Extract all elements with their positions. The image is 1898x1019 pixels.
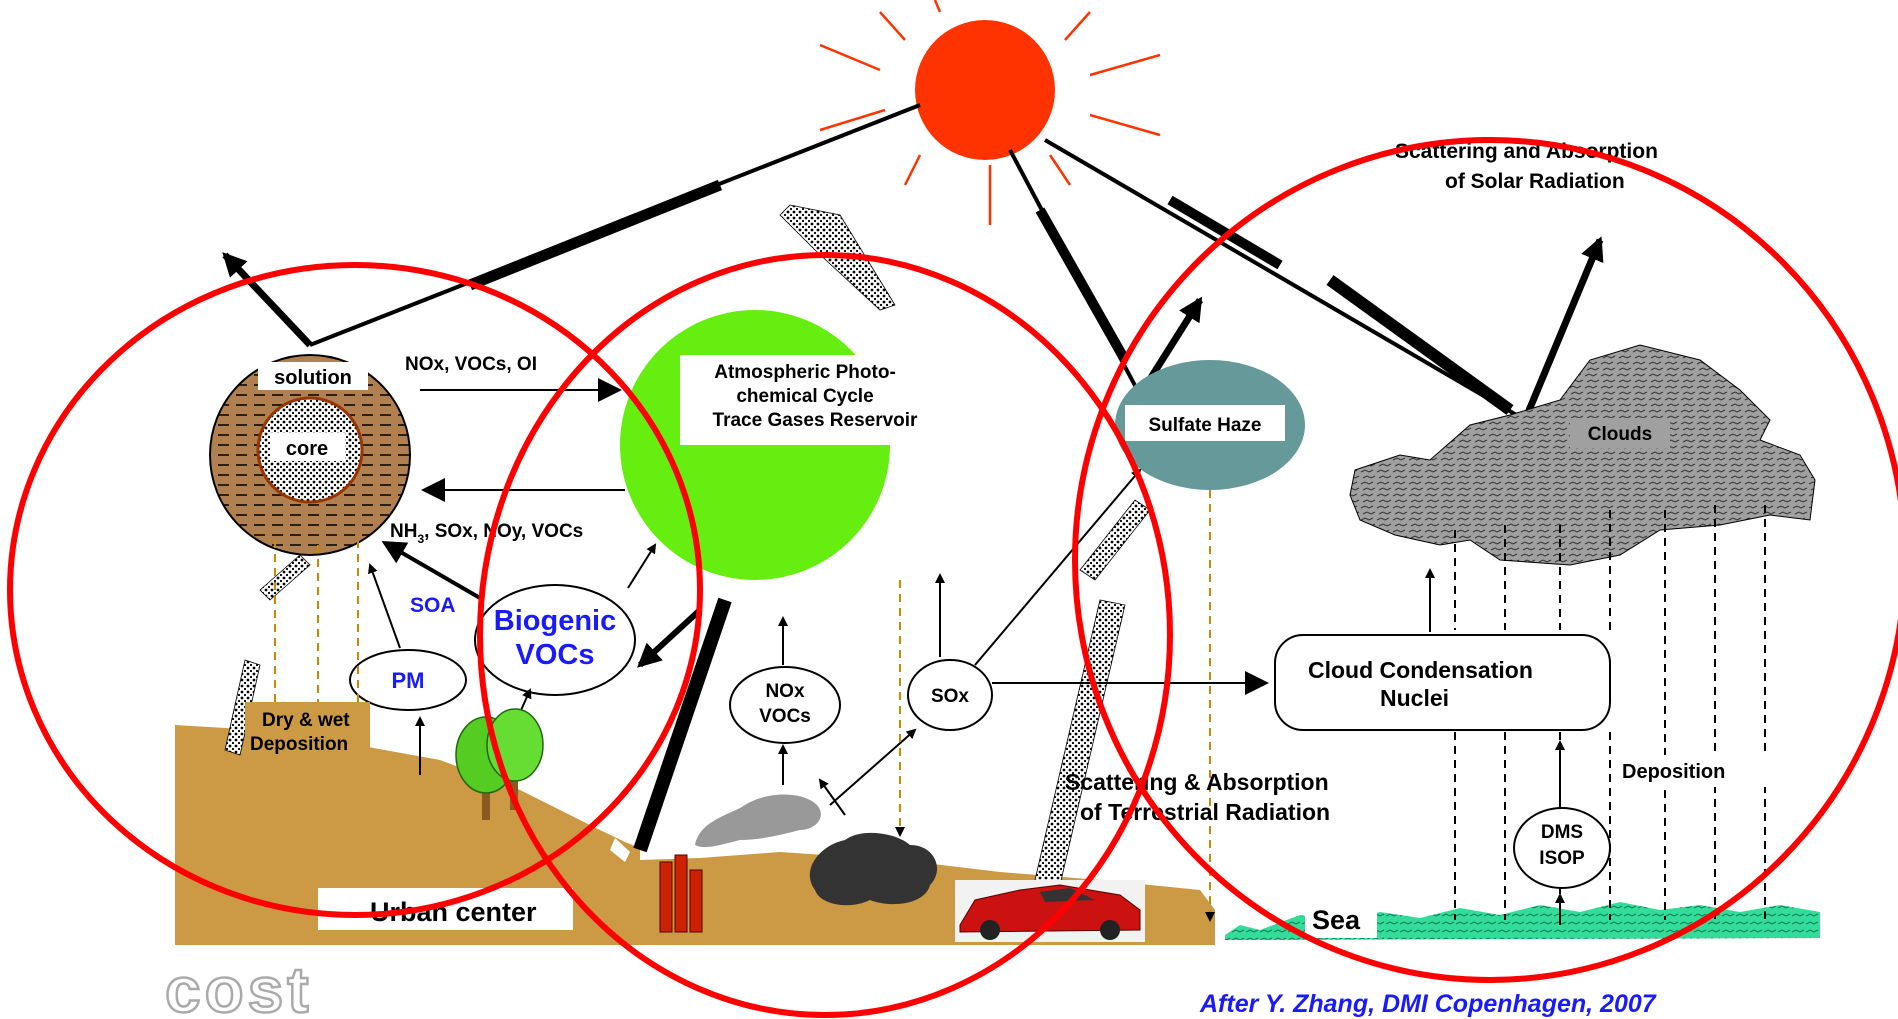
highlight-circle-right xyxy=(1072,137,1898,983)
sun-rays xyxy=(819,0,1161,225)
clouds-label-box xyxy=(1570,418,1670,448)
highlight-circle-left xyxy=(7,262,703,918)
car xyxy=(955,880,1145,942)
factory-chimneys xyxy=(659,854,703,933)
urban-center-label-box xyxy=(318,888,573,930)
biogenic-vocs-node xyxy=(474,584,636,696)
cost-logo-text: cost xyxy=(165,954,313,1019)
solution-label-box xyxy=(258,362,368,390)
scatter-solar-label-2: of Solar Radiation xyxy=(1445,170,1625,193)
vocs-label: VOCs xyxy=(759,706,811,727)
scatter-solar-label-1: Scattering and Absorption xyxy=(1395,140,1658,163)
nox-label: NOx xyxy=(765,681,805,702)
scatter-terr-label-1: Scattering & Absorption xyxy=(1065,769,1329,795)
atmosphere-label-line2: chemical Cycle xyxy=(736,386,873,407)
highlight-circle-middle xyxy=(477,252,1173,1018)
arrow-cloud-to-sox xyxy=(818,778,846,816)
nox-vocs-node xyxy=(729,666,841,744)
arrow-atmosphere-to-biogenic xyxy=(637,607,703,668)
nh3-label: NH3, SOx, NOy, VOCs xyxy=(390,521,583,546)
pm-label: PM xyxy=(392,668,425,693)
biogenic-label-1: Biogenic xyxy=(494,605,616,637)
clouds-label: Clouds xyxy=(1588,424,1652,445)
deposition-lines-sea xyxy=(1454,505,1766,920)
sea-label: Sea xyxy=(1312,905,1361,935)
isop-label: ISOP xyxy=(1539,848,1585,869)
sox-node xyxy=(907,659,993,731)
cost-logo: cost xyxy=(164,953,313,1019)
smoke-black xyxy=(809,832,938,906)
solar-beams xyxy=(222,103,1604,853)
biogenic-label-2: VOCs xyxy=(516,639,595,671)
sun xyxy=(915,20,1055,160)
atmosphere-label-line1: Atmospheric Photo- xyxy=(714,362,896,383)
arrow-sox-to-haze xyxy=(974,468,1142,666)
atmosphere-label-line3: Trace Gases Reservoir xyxy=(713,410,919,431)
highlight-circles xyxy=(7,137,1898,1018)
scatter-terr-label-2: of Terrestrial Radiation xyxy=(1080,799,1330,825)
arrow-biogenic-to-particle xyxy=(381,540,482,600)
soa-label: SOA xyxy=(410,594,456,617)
sox-label: SOx xyxy=(931,686,969,707)
ccn-label-2: Nuclei xyxy=(1380,685,1449,711)
core-label: core xyxy=(286,438,328,460)
nox-vocs-oi-label: NOx, VOCs, OI xyxy=(405,354,537,375)
arrow-pm-to-particle xyxy=(368,563,401,649)
dry-wet-label-box xyxy=(245,702,370,760)
dry-wet-label-2: Deposition xyxy=(250,734,348,755)
ccn-node xyxy=(1274,634,1611,731)
deposition-sea-label: Deposition xyxy=(1622,761,1725,783)
sea-label-box xyxy=(1305,898,1377,938)
dry-wet-label-1: Dry & wet xyxy=(262,710,350,731)
citation-label: After Y. Zhang, DMI Copenhagen, 2007 xyxy=(1199,990,1657,1018)
pm-node xyxy=(349,649,467,711)
solution-label: solution xyxy=(274,367,352,389)
sulfate-haze-box xyxy=(1125,405,1285,441)
atmosphere-label-box xyxy=(680,355,950,445)
ccn-label-1: Cloud Condensation xyxy=(1308,657,1533,683)
arrow-biogenic-to-atmosphere xyxy=(627,543,657,589)
dms-label: DMS xyxy=(1541,822,1583,843)
clouds xyxy=(1349,344,1816,566)
deposition-sea-label-box xyxy=(1618,755,1768,787)
sulfate-haze-label: Sulfate Haze xyxy=(1149,415,1262,436)
smoke-gray xyxy=(695,794,821,848)
arrow-smoke-to-sox xyxy=(829,728,917,806)
ground-notch xyxy=(610,838,630,862)
dms-isop-node xyxy=(1513,807,1611,889)
core-label-box xyxy=(270,433,345,461)
